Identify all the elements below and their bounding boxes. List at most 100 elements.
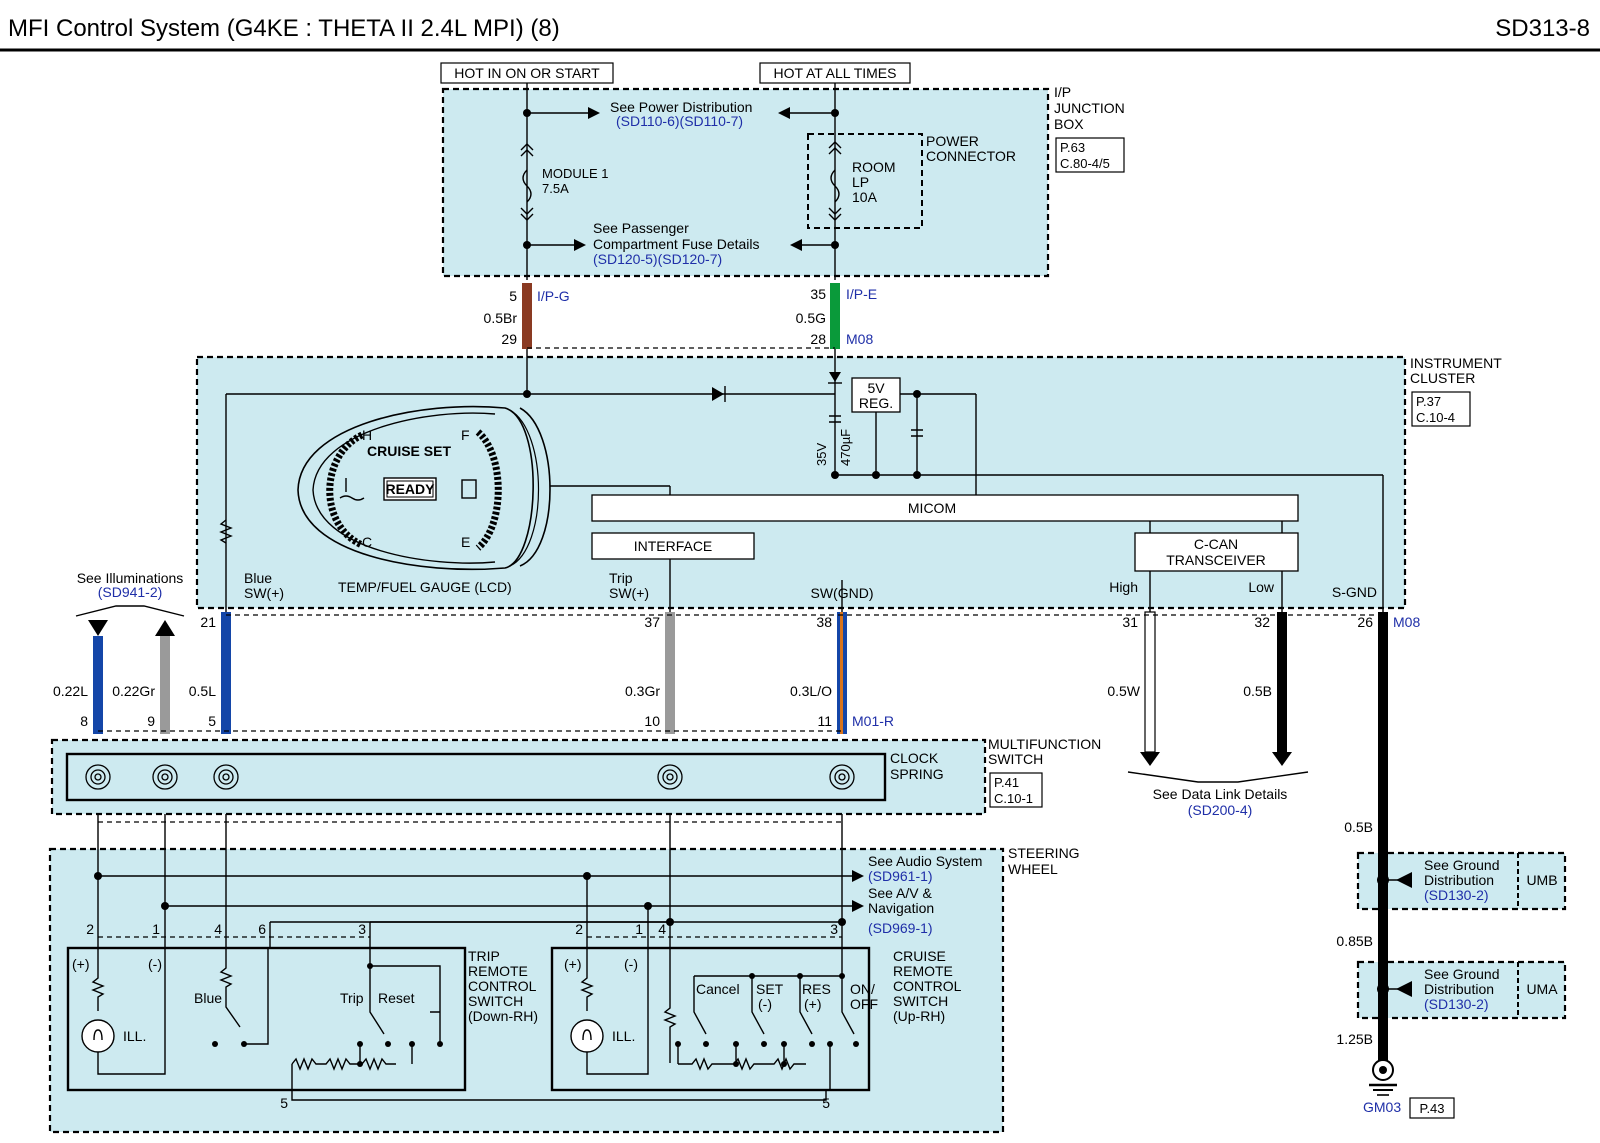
trip-ill: ILL. [123,1028,146,1044]
cruise-switch-frame [550,946,871,1092]
pin-9: 9 [147,713,155,729]
temp-fuel-gauge-graphic [297,405,551,571]
umb-conn: UMB [1526,872,1557,888]
ip-e-wire: 0.5G [796,310,826,326]
pin-26: 26 [1357,614,1373,630]
ground-ref-box [1409,1097,1455,1119]
trip-pin-2: 2 [86,921,94,937]
blue-sw-label-2: SW(+) [244,585,284,601]
uma-ref: (SD130-2) [1424,996,1489,1012]
cruise-label-2: REMOTE [893,963,953,979]
arrow-left-icon [778,107,790,119]
wire-label-0-3lo: 0.3L/O [790,683,832,699]
pin-38: 38 [816,614,832,630]
conn-m01r: M01-R [852,713,894,729]
gauge-c: C [362,534,372,550]
resistor-icon [91,948,105,1011]
gauge-e: E [461,534,470,550]
gauge-f: F [461,427,470,443]
fuse-room-lp-icon [828,141,842,221]
uma-see-1: See Ground [1424,966,1500,982]
junction-box-label-2: JUNCTION [1054,100,1125,116]
trip-label-3: CONTROL [468,978,537,994]
node [872,471,880,479]
pin-31: 31 [1122,614,1138,630]
fuse2-label-3: 10A [852,189,878,205]
cruise-set-1: SET [756,981,784,997]
uma-see-2: Distribution [1424,981,1494,997]
blue-switch-return [244,948,269,1045]
cluster-label-1: INSTRUMENT [1410,355,1502,371]
cap-volt: 35V [814,443,829,466]
cruise-onoff-2: OFF [850,996,878,1012]
node [831,471,839,479]
cruise-pin-4: 4 [658,921,666,937]
cruise-label-5: (Up-RH) [893,1008,945,1024]
data-link-label: See Data Link Details [1153,786,1288,802]
ground-ref: P.43 [1419,1101,1444,1116]
ground-wire-1: 0.5B [1344,819,1373,835]
gauge-ready: READY [385,481,435,497]
arrow-right-icon [588,107,600,119]
clock-spring-frame [65,752,887,802]
node [367,963,373,969]
switch-contact [385,1041,391,1047]
node [913,471,921,479]
lower-wires [97,814,843,948]
av-label-2: Navigation [868,900,934,916]
pin-37: 37 [644,614,660,630]
switch-contact [241,1041,247,1047]
high-label: High [1109,579,1138,595]
trip-label-1: TRIP [468,948,500,964]
trip-pin-6: 6 [258,921,266,937]
cruise-cancel: Cancel [696,981,740,997]
arrow-up-icon [155,620,175,636]
umb-see-1: See Ground [1424,857,1500,873]
node [781,1061,787,1067]
lamp-icon [81,1019,115,1053]
trip-sw-label-2: SW(+) [609,585,649,601]
wire-0-5br [522,283,532,349]
ip-e-pin-top: 35 [810,286,826,302]
arrow-down-icon [1140,752,1160,766]
resistor-icon [663,948,677,1063]
cluster-ref-box [1411,391,1471,427]
junction-box-ref-1: P.63 [1060,140,1085,155]
illum-ref: (SD941-2) [98,584,163,600]
switch-contact [437,1041,443,1047]
wire-0-5b [1277,612,1287,752]
wire-0-22gr [160,636,170,734]
wire-label-0-5l: 0.5L [189,683,216,699]
power-dist-label: See Power Distribution [610,99,752,115]
junction-box-ref-2: C.80-4/5 [1060,156,1110,171]
cruise-ladder-taps [677,1044,831,1090]
power-dist-ref: (SD110-6)(SD110-7) [616,113,743,129]
pin-8: 8 [80,713,88,729]
node [733,1061,739,1067]
pin-21: 21 [200,614,216,630]
pass-fuse-label-2: Compartment Fuse Details [593,236,760,252]
steering-label-1: STEERING [1008,845,1080,861]
arrow-left-icon [790,239,802,251]
audio-ref: (SD961-1) [868,868,933,884]
cruise-switch-bus [693,948,855,1035]
junction-box-ref-box [1055,137,1125,173]
cruise-pin-5: 5 [822,1095,830,1111]
cruise-ill: ILL. [612,1028,635,1044]
cruise-minus: (-) [624,956,638,972]
ip-e-conn2: M08 [846,331,873,347]
wire-label-0-22gr: 0.22Gr [112,683,155,699]
gauge-h: H [362,427,372,443]
resistor-icon [219,519,233,544]
trip-blue: Blue [194,990,222,1006]
clock-spring-label-2: SPRING [890,766,944,782]
wire-label-0-5b: 0.5B [1243,683,1272,699]
pin-5: 5 [208,713,216,729]
ip-e-pin-bottom: 28 [810,331,826,347]
arrow-down-icon [88,620,108,636]
cruise-pin-3: 3 [830,921,838,937]
cruise-pin-2: 2 [575,921,583,937]
switch-contact [212,1041,218,1047]
ground-icon [1369,1059,1397,1096]
ip-g-pin-top: 5 [509,288,517,304]
